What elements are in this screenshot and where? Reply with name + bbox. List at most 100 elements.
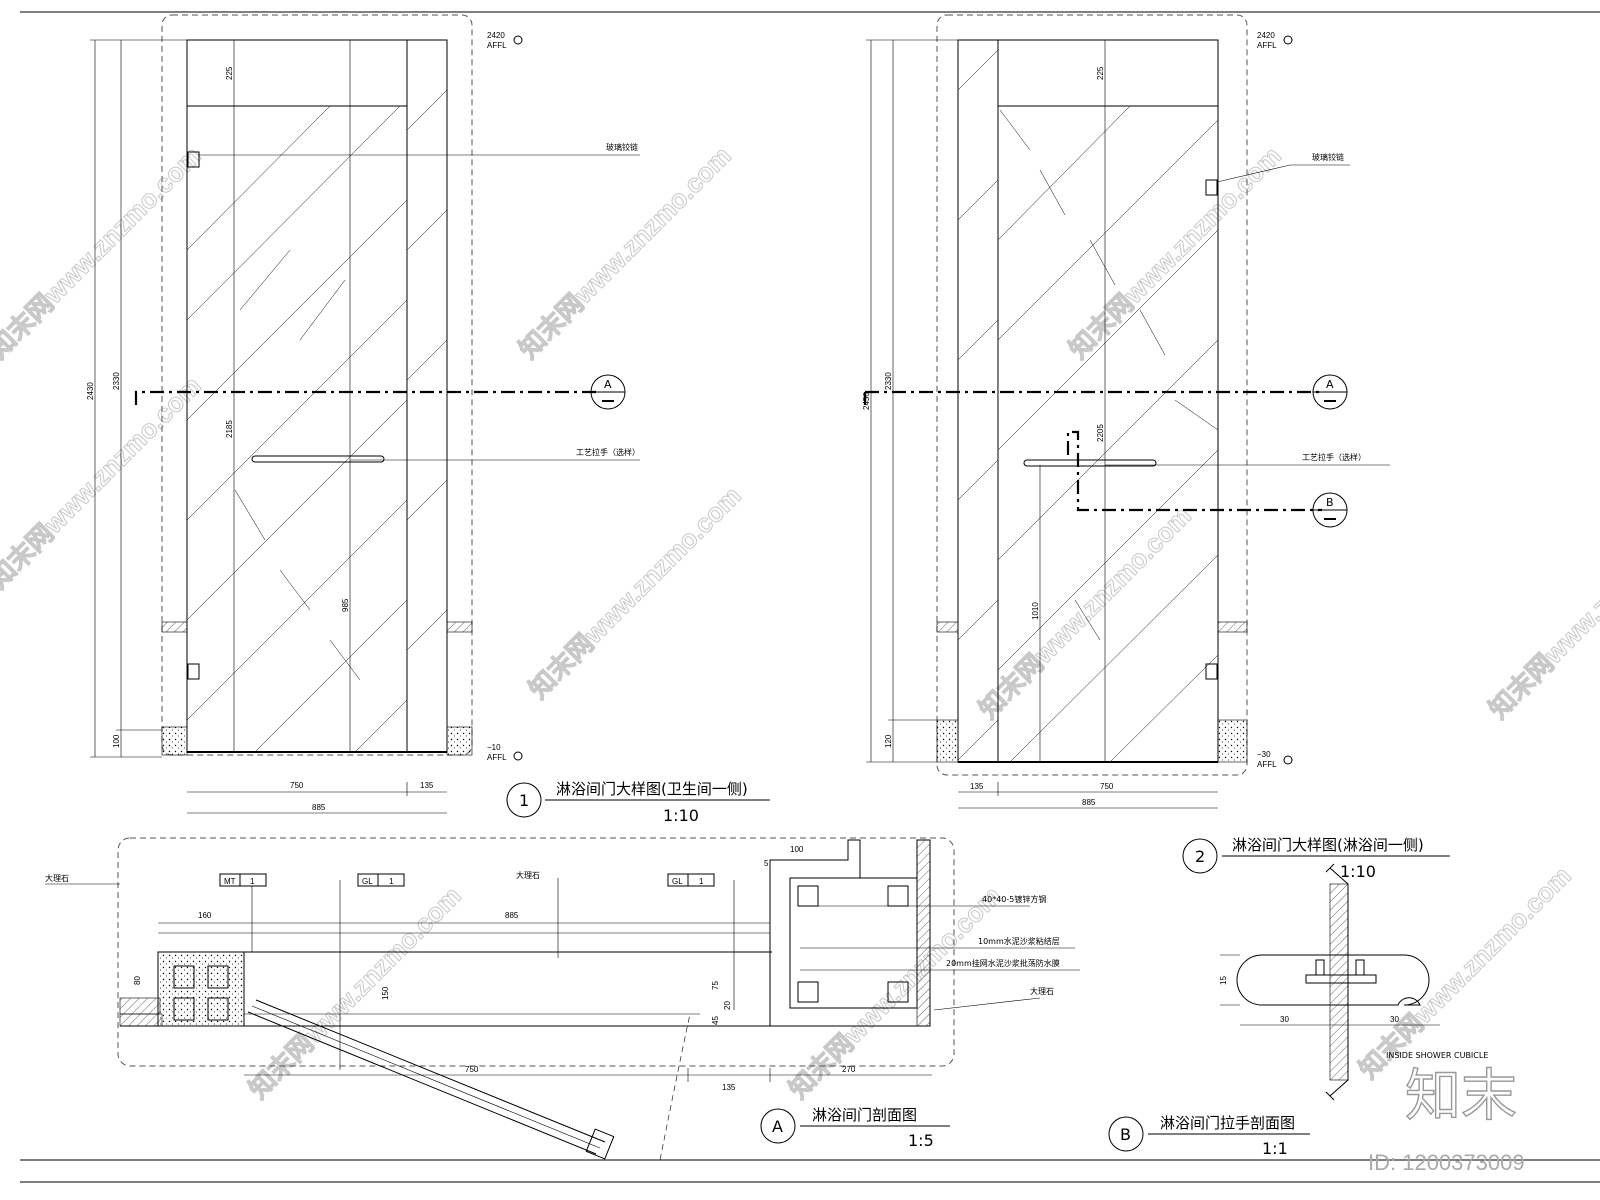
elevation-1-frame <box>161 14 473 756</box>
dim-handle-height: 2205 <box>1096 424 1105 442</box>
level-symbol <box>513 35 523 45</box>
dim-transom: 225 <box>225 66 234 80</box>
title-number-circle <box>506 782 542 818</box>
hinge <box>1205 663 1218 680</box>
hinge <box>187 151 200 168</box>
dim-transom: 225 <box>1096 66 1105 80</box>
title: 淋浴间门大样图(卫生间一侧) <box>556 780 748 798</box>
level-affl: AFFL <box>1257 41 1277 50</box>
note-mortar: 10mm水泥沙浆粘结层 <box>978 936 1060 946</box>
dim-30b: 30 <box>1390 1015 1399 1024</box>
watermark-text: 知末网www.znzmo.com <box>243 880 467 1104</box>
note-steel: 40*40-5镀锌方钢 <box>982 894 1046 904</box>
note-hinge: 玻璃铰链 <box>1312 152 1344 162</box>
watermark-text: 知末网www.znzmo.com <box>0 370 207 594</box>
level-bottom: −10 <box>487 743 501 752</box>
level-affl: AFFL <box>487 41 507 50</box>
dim-30a: 30 <box>1280 1015 1289 1024</box>
dim-overall: 2430 <box>86 382 95 400</box>
floor-slab-left <box>161 726 188 756</box>
title-number: 1 <box>519 791 529 810</box>
tag-gl <box>357 873 405 887</box>
glass-leaf <box>255 999 606 1143</box>
hinge <box>1205 179 1218 196</box>
dim-15: 15 <box>1219 976 1228 985</box>
dim-base: 100 <box>112 734 121 748</box>
dim-total: 885 <box>1082 798 1096 807</box>
dim-80: 80 <box>133 976 142 985</box>
dim-270: 270 <box>842 1065 856 1074</box>
section-b: 15 30 30 INSIDE SHOWER CUBICLE B 淋浴间门拉手剖… <box>1108 863 1488 1158</box>
dim-overall: 2450 <box>862 392 871 410</box>
note-handle: 工艺拉手（选样） <box>576 447 640 457</box>
section-marker-label: A <box>1326 378 1334 391</box>
floor-slab-right <box>446 726 473 756</box>
note-marble-left: 大理石 <box>45 873 69 883</box>
floor-slab-left <box>936 719 959 763</box>
watermark-text: 知末网www.znzmo.com <box>0 140 207 364</box>
glass-hatch <box>186 89 448 753</box>
wall-section <box>161 621 188 633</box>
door-handle <box>251 455 385 463</box>
dim-135: 135 <box>722 1083 736 1092</box>
note-hinge: 玻璃铰链 <box>606 142 638 152</box>
title-scale: 1:10 <box>1340 862 1376 881</box>
section-cut-line-b <box>1066 430 1322 512</box>
elevation-2-frame <box>936 14 1248 776</box>
hinge <box>187 663 200 680</box>
elevation-1: 2430 2330 100 225 2185 985 750 135 885 2… <box>86 14 770 825</box>
door-handle <box>1023 459 1157 467</box>
level-affl: AFFL <box>1257 760 1277 769</box>
dim-750: 750 <box>465 1065 479 1074</box>
tag-label: GL <box>362 877 373 886</box>
title: 淋浴间门大样图(淋浴间一侧) <box>1232 836 1424 854</box>
level-symbol <box>513 751 523 761</box>
dim-side: 135 <box>970 782 984 791</box>
level-bottom: −30 <box>1257 750 1271 759</box>
dim-5: 5 <box>764 859 769 868</box>
section-a-frame <box>117 837 955 1067</box>
wall-section <box>936 621 959 633</box>
tag-gl-2 <box>667 873 715 887</box>
dim-75: 75 <box>711 981 720 990</box>
steel-box-left <box>157 951 245 1027</box>
section-cut-line <box>134 390 600 405</box>
dim-160: 160 <box>198 911 212 920</box>
note-inside: INSIDE SHOWER CUBICLE <box>1386 1051 1488 1060</box>
dim-20: 20 <box>723 1001 732 1010</box>
title-marker: A <box>772 1117 783 1136</box>
wall-section <box>446 621 473 633</box>
handle-profile <box>1236 954 1430 1006</box>
tag-number: 1 <box>699 877 704 886</box>
watermark-text: 知末网www.znzmo.com <box>1483 500 1600 724</box>
dim-handle-height: 2185 <box>225 420 234 438</box>
tag-label: GL <box>672 877 683 886</box>
level-top: 2420 <box>1257 31 1275 40</box>
wall-opening <box>186 39 448 753</box>
level-top: 2420 <box>487 31 505 40</box>
dim-height: 2330 <box>884 372 893 390</box>
elevation-2: 2450 2330 120 225 2205 1010 135 750 885 … <box>862 14 1450 881</box>
tag-number: 1 <box>389 877 394 886</box>
image-id: ID: 1200373009 <box>1368 1150 1525 1175</box>
title-scale: 1:1 <box>1262 1139 1288 1158</box>
title-marker-circle <box>760 1108 796 1144</box>
tag-label: MT <box>224 877 236 886</box>
watermark-text: 知末网www.znzmo.com <box>523 480 747 704</box>
title: 淋浴间门拉手剖面图 <box>1160 1114 1295 1132</box>
note-marble-right: 大理石 <box>1030 986 1054 996</box>
dim-150: 150 <box>381 986 390 1000</box>
note-handle: 工艺拉手（选样） <box>1302 452 1366 462</box>
note-waterproof: 20mm挂网水泥沙浆批荡防水膜 <box>946 958 1060 968</box>
title-marker-circle <box>1108 1116 1144 1152</box>
dim-885: 885 <box>505 911 519 920</box>
tag-number: 1 <box>250 877 255 886</box>
watermark-text: 知末网www.znzmo.com <box>973 500 1197 724</box>
floor-slab-right <box>1217 719 1248 763</box>
title-marker: B <box>1120 1125 1131 1144</box>
note-marble-mid: 大理石 <box>516 870 540 880</box>
leader-line <box>1216 164 1291 183</box>
dim-handle-to-floor: 985 <box>341 598 350 612</box>
dim-leaf: 750 <box>1100 782 1114 791</box>
